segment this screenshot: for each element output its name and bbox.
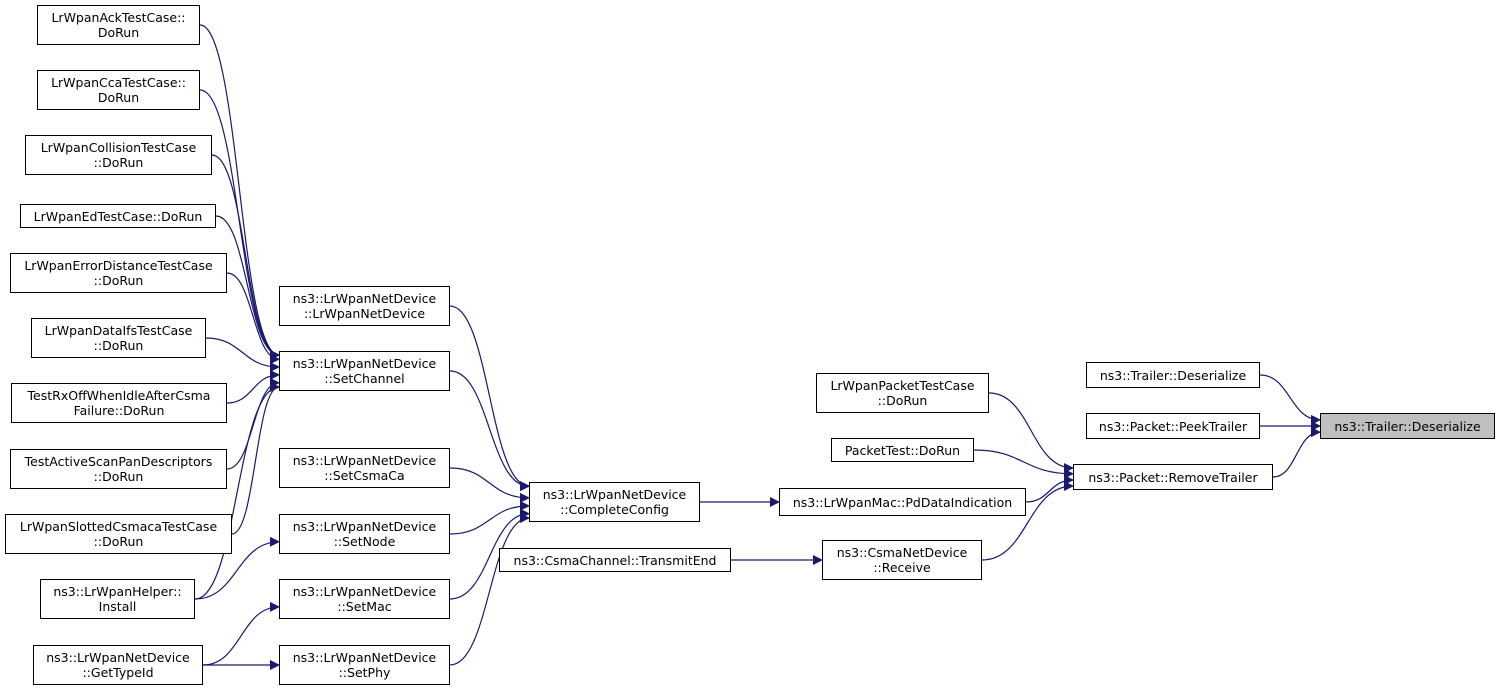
edge-pkttest-to-remove (973, 449, 1074, 479)
node-label: LrWpanAckTestCase:: (51, 10, 186, 25)
node-label: LrWpanDataIfsTestCase (44, 323, 193, 338)
edge-remove-to-root (1272, 427, 1321, 478)
node-label: ::DoRun (877, 393, 928, 408)
node-label: DoRun (97, 90, 140, 105)
node-label: LrWpanSlottedCsmacaTestCase (19, 519, 218, 534)
node-compcfg[interactable]: ns3::LrWpanNetDevice::CompleteConfig (529, 482, 700, 522)
node-setch[interactable]: ns3::LrWpanNetDevice::SetChannel (279, 351, 450, 391)
node-helper[interactable]: ns3::LrWpanHelper::Install (40, 579, 195, 619)
edge-pkttc-to-remove (988, 392, 1074, 473)
edge-scan-to-setch (226, 377, 280, 470)
node-setnode[interactable]: ns3::LrWpanNetDevice::SetNode (279, 514, 450, 554)
node-gettype[interactable]: ns3::LrWpanNetDevice::GetTypeId (33, 645, 203, 685)
node-label: ::SetCsmaCa (324, 468, 405, 483)
edge-setnode-to-compcfg (449, 500, 530, 535)
edge-gettype-to-setmac (202, 601, 280, 666)
edge-setcsma-to-compcfg (449, 467, 530, 503)
node-label: ns3::Packet::PeekTrailer (1098, 418, 1248, 434)
node-coll[interactable]: LrWpanCollisionTestCase::DoRun (25, 135, 212, 175)
node-label: ::SetChannel (324, 371, 405, 386)
edge-setch-to-compcfg (449, 370, 530, 492)
node-errd[interactable]: LrWpanErrorDistanceTestCase::DoRun (10, 253, 227, 293)
node-label: ns3::LrWpanNetDevice (292, 291, 437, 306)
edge-ifs-to-setch (205, 337, 280, 373)
node-label: LrWpanPacketTestCase (830, 378, 975, 393)
node-setcsma[interactable]: ns3::LrWpanNetDevice::SetCsmaCa (279, 448, 450, 488)
node-pkttest[interactable]: PacketTest::DoRun (831, 438, 974, 462)
edge-trdeser-to-root (1259, 374, 1321, 425)
edge-ack-to-setch (199, 24, 280, 360)
edge-helper-to-setnode (194, 536, 280, 600)
node-pdind[interactable]: ns3::LrWpanMac::PdDataIndication (779, 488, 1026, 516)
node-label: DoRun (97, 25, 140, 40)
node-label: ns3::LrWpanHelper:: (53, 584, 182, 599)
node-label: ::GetTypeId (82, 665, 154, 680)
node-label: ns3::LrWpanNetDevice (292, 519, 437, 534)
node-label: ns3::CsmaChannel::TransmitEnd (513, 552, 717, 568)
node-slotted[interactable]: LrWpanSlottedCsmacaTestCase::DoRun (5, 514, 232, 554)
node-label: PacketTest::DoRun (844, 442, 961, 458)
node-setmac[interactable]: ns3::LrWpanNetDevice::SetMac (279, 579, 450, 619)
node-setphy[interactable]: ns3::LrWpanNetDevice::SetPhy (279, 645, 450, 685)
node-label: ns3::Trailer::Deserialize (1099, 367, 1247, 383)
node-peek[interactable]: ns3::Packet::PeekTrailer (1086, 413, 1260, 439)
node-cca[interactable]: LrWpanCcaTestCase::DoRun (37, 70, 200, 110)
node-scan[interactable]: TestActiveScanPanDescriptors::DoRun (10, 449, 227, 489)
edge-csmarecv-to-remove (981, 481, 1074, 561)
node-label: ns3::Trailer::Deserialize (1334, 418, 1481, 434)
node-label: ns3::LrWpanNetDevice (292, 356, 437, 371)
node-label: ns3::LrWpanNetDevice (46, 650, 190, 665)
node-label: ns3::LrWpanMac::PdDataIndication (792, 494, 1013, 510)
node-label: ::CompleteConfig (560, 502, 669, 517)
node-ed[interactable]: LrWpanEdTestCase::DoRun (20, 204, 216, 228)
node-label: TestRxOffWhenIdleAfterCsma (27, 388, 211, 403)
node-trdeser[interactable]: ns3::Trailer::Deserialize (1086, 362, 1260, 388)
node-label: ns3::LrWpanNetDevice (292, 584, 437, 599)
edge-helper-to-setch (194, 382, 280, 600)
edge-setphy-to-compcfg (449, 513, 530, 666)
edge-pdind-to-remove (1025, 475, 1074, 503)
node-label: ns3::LrWpanNetDevice (292, 453, 437, 468)
node-ifs[interactable]: LrWpanDataIfsTestCase::DoRun (31, 318, 206, 358)
edge-slotted-to-setch (231, 382, 280, 535)
node-label: Failure::DoRun (73, 403, 165, 418)
node-label: LrWpanErrorDistanceTestCase (24, 258, 213, 273)
edge-coll-to-setch (211, 154, 280, 360)
edge-errd-to-setch (226, 272, 280, 365)
node-ack[interactable]: LrWpanAckTestCase::DoRun (37, 5, 200, 45)
node-label: ns3::LrWpanNetDevice (292, 650, 437, 665)
node-label: LrWpanCollisionTestCase (40, 140, 197, 155)
node-label: ::DoRun (93, 534, 144, 549)
node-root-root[interactable]: ns3::Trailer::Deserialize (1320, 413, 1495, 439)
node-label: LrWpanCcaTestCase:: (51, 75, 186, 90)
edge-ctor-to-compcfg (449, 305, 530, 491)
node-label: ns3::Packet::RemoveTrailer (1088, 469, 1258, 485)
node-label: ::DoRun (93, 469, 144, 484)
node-label: Install (98, 599, 137, 614)
node-csmarecv[interactable]: ns3::CsmaNetDevice::Receive (822, 540, 982, 580)
node-label: ::LrWpanNetDevice (303, 306, 426, 321)
node-ctor[interactable]: ns3::LrWpanNetDevice::LrWpanNetDevice (279, 286, 450, 326)
node-label: ns3::CsmaNetDevice (836, 545, 968, 560)
node-label: ::DoRun (93, 273, 144, 288)
edge-rxoff-to-setch (226, 369, 280, 404)
node-label: ::DoRun (93, 338, 144, 353)
edge-ed-to-setch (215, 215, 280, 360)
node-label: ::DoRun (93, 155, 144, 170)
node-label: LrWpanEdTestCase::DoRun (33, 208, 203, 224)
node-label: ::Receive (873, 560, 931, 575)
edge-setmac-to-compcfg (449, 508, 530, 600)
node-remove[interactable]: ns3::Packet::RemoveTrailer (1073, 464, 1273, 490)
node-pkttc[interactable]: LrWpanPacketTestCase::DoRun (816, 373, 989, 413)
node-label: TestActiveScanPanDescriptors (24, 454, 213, 469)
node-label: ::SetPhy (338, 665, 391, 680)
node-txend[interactable]: ns3::CsmaChannel::TransmitEnd (499, 548, 731, 572)
node-label: ::SetNode (333, 534, 396, 549)
node-label: ::SetMac (337, 599, 392, 614)
node-label: ns3::LrWpanNetDevice (542, 487, 687, 502)
